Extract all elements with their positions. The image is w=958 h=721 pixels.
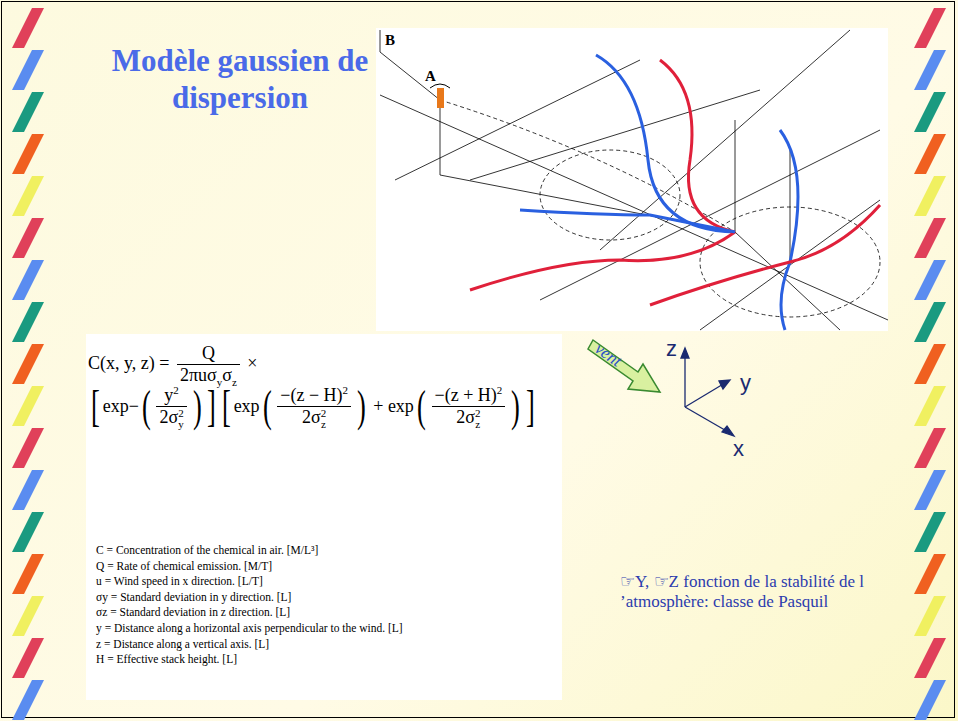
axis-label: x bbox=[733, 436, 744, 462]
point-label: A bbox=[425, 68, 436, 85]
formula-text: 2 bbox=[475, 408, 481, 419]
formula-text: Q bbox=[177, 343, 240, 364]
formula-text: 2 bbox=[178, 408, 184, 419]
formula-text: 2 bbox=[343, 384, 349, 396]
formula-text: 2σ bbox=[302, 407, 321, 427]
slide-title: Modèle gaussien de dispersion bbox=[95, 42, 385, 116]
formula-text: exp bbox=[388, 396, 414, 417]
formula-text: σ bbox=[222, 365, 232, 385]
definition: σy = Standard deviation in y direction. … bbox=[96, 590, 403, 606]
note-text: ☞Y, ☞Z fonction de la stabilité de l ’at… bbox=[620, 572, 880, 612]
definition: Q = Rate of chemical emission. [M/T] bbox=[96, 559, 403, 575]
formula-text: −(z + H) bbox=[435, 385, 497, 405]
formula-text: 2σ bbox=[456, 407, 475, 427]
definition: u = Wind speed in x direction. [L/T] bbox=[96, 574, 403, 590]
formula-text: z bbox=[232, 376, 237, 388]
formula-line: [exp−( y22σ2y )][ exp( −(z − H)22σ2z ) +… bbox=[88, 384, 538, 430]
definition: H = Effective stack height. [L] bbox=[96, 652, 403, 668]
formula-text: exp− bbox=[103, 396, 139, 417]
point-label: B bbox=[385, 32, 395, 49]
axis-label: y bbox=[740, 370, 751, 396]
formula-text: y bbox=[178, 419, 184, 430]
formula-text: y bbox=[217, 376, 223, 388]
formula-text: C(x, y, z) = bbox=[88, 353, 169, 373]
formula-text: × bbox=[247, 353, 257, 373]
formula-text: 2σ bbox=[159, 407, 178, 427]
definition: y = Distance along a horizontal axis per… bbox=[96, 621, 403, 637]
formula-text: z bbox=[321, 419, 327, 430]
axis-label: z bbox=[666, 336, 677, 362]
formula-text: 2 bbox=[321, 408, 327, 419]
formula-line: C(x, y, z) = Q2πuσyσz × bbox=[88, 343, 258, 388]
formula-text: 2 bbox=[497, 384, 503, 396]
formula-text: exp bbox=[234, 396, 260, 417]
formula-text: −(z − H) bbox=[280, 385, 342, 405]
definition-list: C = Concentration of the chemical in air… bbox=[96, 543, 403, 668]
definition: σz = Standard deviation in z direction. … bbox=[96, 605, 403, 621]
formula-text: 2 bbox=[173, 384, 179, 396]
definition: C = Concentration of the chemical in air… bbox=[96, 543, 403, 559]
formula-text: z bbox=[475, 419, 481, 430]
definition: z = Distance along a vertical axis. [L] bbox=[96, 637, 403, 653]
formula-text: 2πuσ bbox=[180, 365, 217, 385]
formula-text: + bbox=[373, 396, 383, 417]
formula-text: y bbox=[164, 385, 173, 405]
